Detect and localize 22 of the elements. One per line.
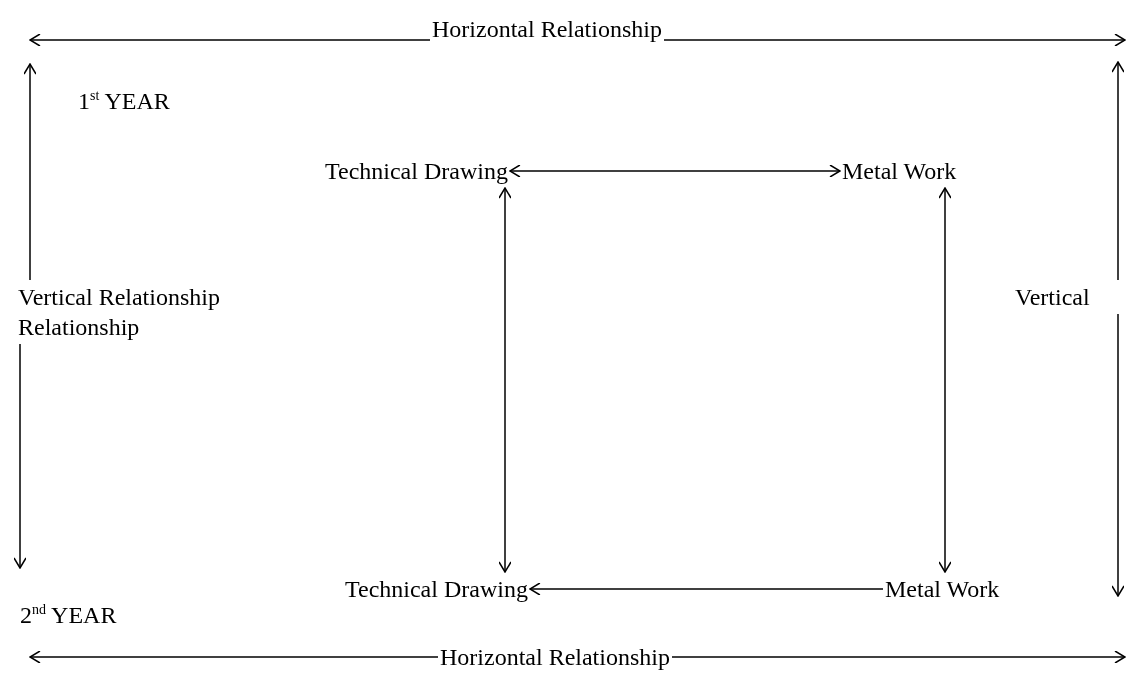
relationship-label: Vertical bbox=[1015, 282, 1121, 312]
subject-label: Technical Drawing bbox=[345, 574, 528, 604]
year-label: 1$^{st}$ YEAR bbox=[78, 87, 170, 116]
subject-label: Technical Drawing bbox=[325, 156, 508, 186]
arrow bbox=[1111, 313, 1125, 597]
arrow bbox=[671, 650, 1126, 664]
double-arrow bbox=[498, 187, 512, 573]
relationship-label: Horizontal Relationship bbox=[432, 14, 662, 44]
double-arrow bbox=[938, 187, 952, 573]
arrow bbox=[29, 33, 431, 47]
relationship-label: Vertical Relationship Relationship bbox=[18, 282, 303, 342]
arrow bbox=[23, 63, 37, 281]
subject-label: Metal Work bbox=[842, 156, 957, 186]
arrow bbox=[663, 33, 1126, 47]
arrow bbox=[29, 650, 439, 664]
arrow bbox=[13, 343, 27, 569]
relationship-label: Horizontal Relationship bbox=[440, 642, 670, 672]
double-arrow bbox=[509, 164, 841, 178]
subject-label: Metal Work bbox=[885, 574, 1000, 604]
year-label: 2$^{nd}$ YEAR bbox=[20, 601, 117, 630]
arrow bbox=[529, 582, 884, 596]
arrow bbox=[1111, 61, 1125, 281]
